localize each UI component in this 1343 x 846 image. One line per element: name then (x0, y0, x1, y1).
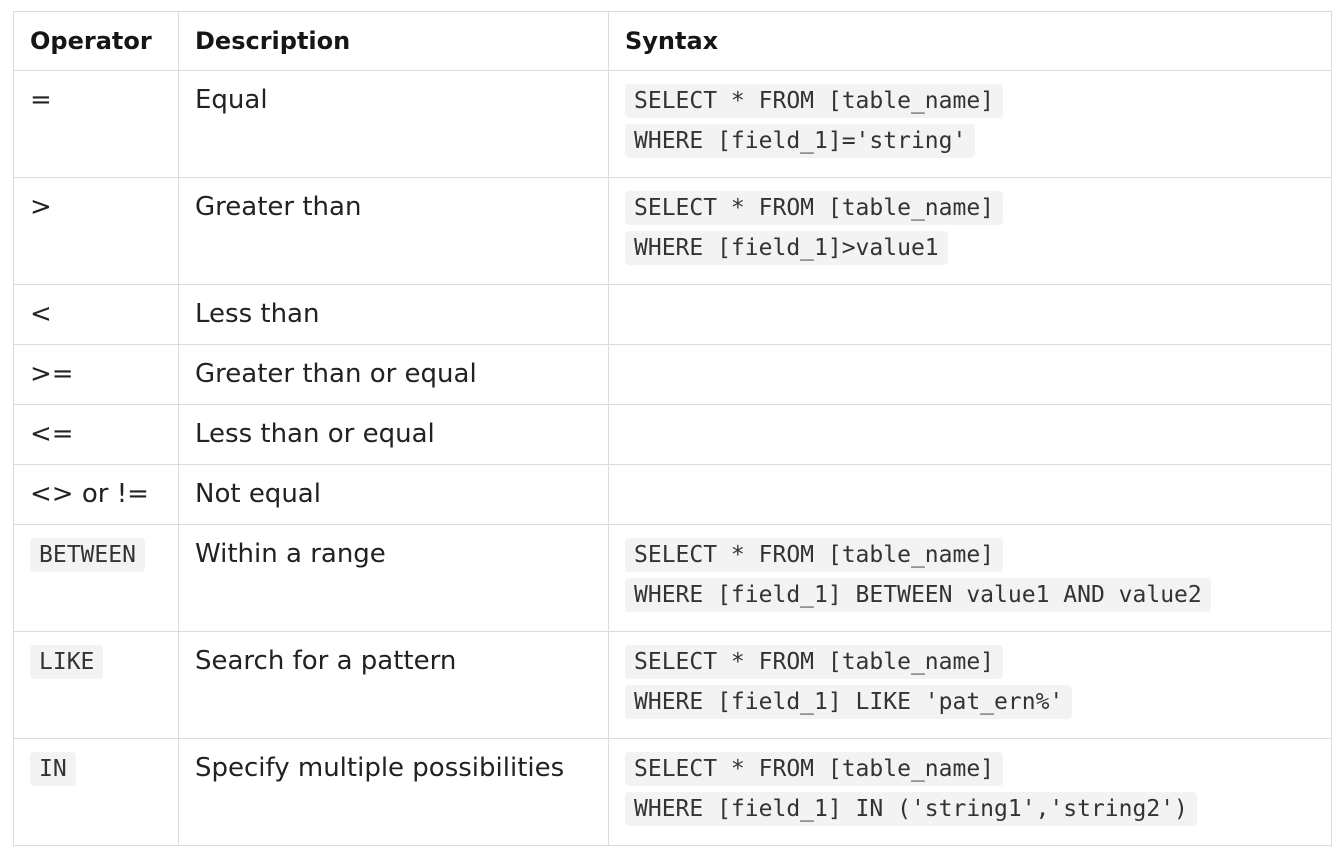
syntax-line: SELECT * FROM [table_name] (625, 644, 1315, 679)
description-cell: Within a range (178, 524, 609, 632)
syntax-line: WHERE [field_1] LIKE 'pat_ern%' (625, 684, 1315, 719)
table-row: >= Greater than or equal (13, 344, 1332, 405)
syntax-line: WHERE [field_1]='string' (625, 123, 1315, 158)
operator-text: > (30, 192, 52, 222)
header-syntax: Syntax (608, 11, 1332, 71)
syntax-code: SELECT * FROM [table_name] (625, 645, 1004, 679)
syntax-cell (608, 344, 1332, 405)
syntax-code: SELECT * FROM [table_name] (625, 538, 1004, 572)
syntax-cell (608, 464, 1332, 525)
header-operator: Operator (13, 11, 179, 71)
syntax-line: SELECT * FROM [table_name] (625, 83, 1315, 118)
syntax-line: WHERE [field_1] IN ('string1','string2') (625, 791, 1315, 826)
syntax-line: WHERE [field_1]>value1 (625, 230, 1315, 265)
operator-cell: IN (13, 738, 179, 846)
operator-cell: LIKE (13, 631, 179, 739)
syntax-cell (608, 284, 1332, 345)
operator-text: <> or != (30, 479, 149, 509)
syntax-cell: SELECT * FROM [table_name] WHERE [field_1… (608, 524, 1332, 632)
syntax-code: WHERE [field_1] IN ('string1','string2') (625, 792, 1197, 826)
operator-text: < (30, 299, 52, 329)
description-cell: Greater than (178, 177, 609, 285)
syntax-line: SELECT * FROM [table_name] (625, 751, 1315, 786)
operator-code: LIKE (30, 645, 104, 679)
table-row: < Less than (13, 284, 1332, 345)
operator-cell: >= (13, 344, 179, 405)
syntax-code: SELECT * FROM [table_name] (625, 752, 1004, 786)
syntax-code: WHERE [field_1]='string' (625, 124, 976, 158)
description-cell: Search for a pattern (178, 631, 609, 739)
operator-cell: < (13, 284, 179, 345)
table-row: > Greater than SELECT * FROM [table_name] W… (13, 177, 1332, 285)
operator-cell: <= (13, 404, 179, 465)
description-cell: Less than or equal (178, 404, 609, 465)
operator-cell: BETWEEN (13, 524, 179, 632)
syntax-code: WHERE [field_1] LIKE 'pat_ern%' (625, 685, 1073, 719)
operator-cell: <> or != (13, 464, 179, 525)
syntax-cell: SELECT * FROM [table_name] WHERE [field_1… (608, 738, 1332, 846)
description-cell: Less than (178, 284, 609, 345)
operator-text: = (30, 85, 52, 115)
syntax-code: WHERE [field_1]>value1 (625, 231, 948, 265)
operator-cell: = (13, 70, 179, 178)
syntax-cell: SELECT * FROM [table_name] WHERE [field_1… (608, 631, 1332, 739)
header-row: Operator Description Syntax (13, 11, 1332, 71)
operator-cell: > (13, 177, 179, 285)
syntax-line: SELECT * FROM [table_name] (625, 537, 1315, 572)
operator-code: IN (30, 752, 76, 786)
operator-text: >= (30, 359, 74, 389)
table-row: <= Less than or equal (13, 404, 1332, 465)
header-description: Description (178, 11, 609, 71)
syntax-line: WHERE [field_1] BETWEEN value1 AND value… (625, 577, 1315, 612)
operator-text: <= (30, 419, 74, 449)
syntax-cell: SELECT * FROM [table_name] WHERE [field_1… (608, 70, 1332, 178)
syntax-code: SELECT * FROM [table_name] (625, 191, 1004, 225)
table-row: <> or != Not equal (13, 464, 1332, 525)
description-cell: Equal (178, 70, 609, 178)
description-cell: Greater than or equal (178, 344, 609, 405)
description-cell: Specify multiple possibilities (178, 738, 609, 846)
description-cell: Not equal (178, 464, 609, 525)
syntax-cell: SELECT * FROM [table_name] WHERE [field_1… (608, 177, 1332, 285)
table-row: = Equal SELECT * FROM [table_name] WHERE [f… (13, 70, 1332, 178)
syntax-code: WHERE [field_1] BETWEEN value1 AND value… (625, 578, 1211, 612)
syntax-line: SELECT * FROM [table_name] (625, 190, 1315, 225)
syntax-cell (608, 404, 1332, 465)
operator-code: BETWEEN (30, 538, 145, 572)
syntax-code: SELECT * FROM [table_name] (625, 84, 1004, 118)
